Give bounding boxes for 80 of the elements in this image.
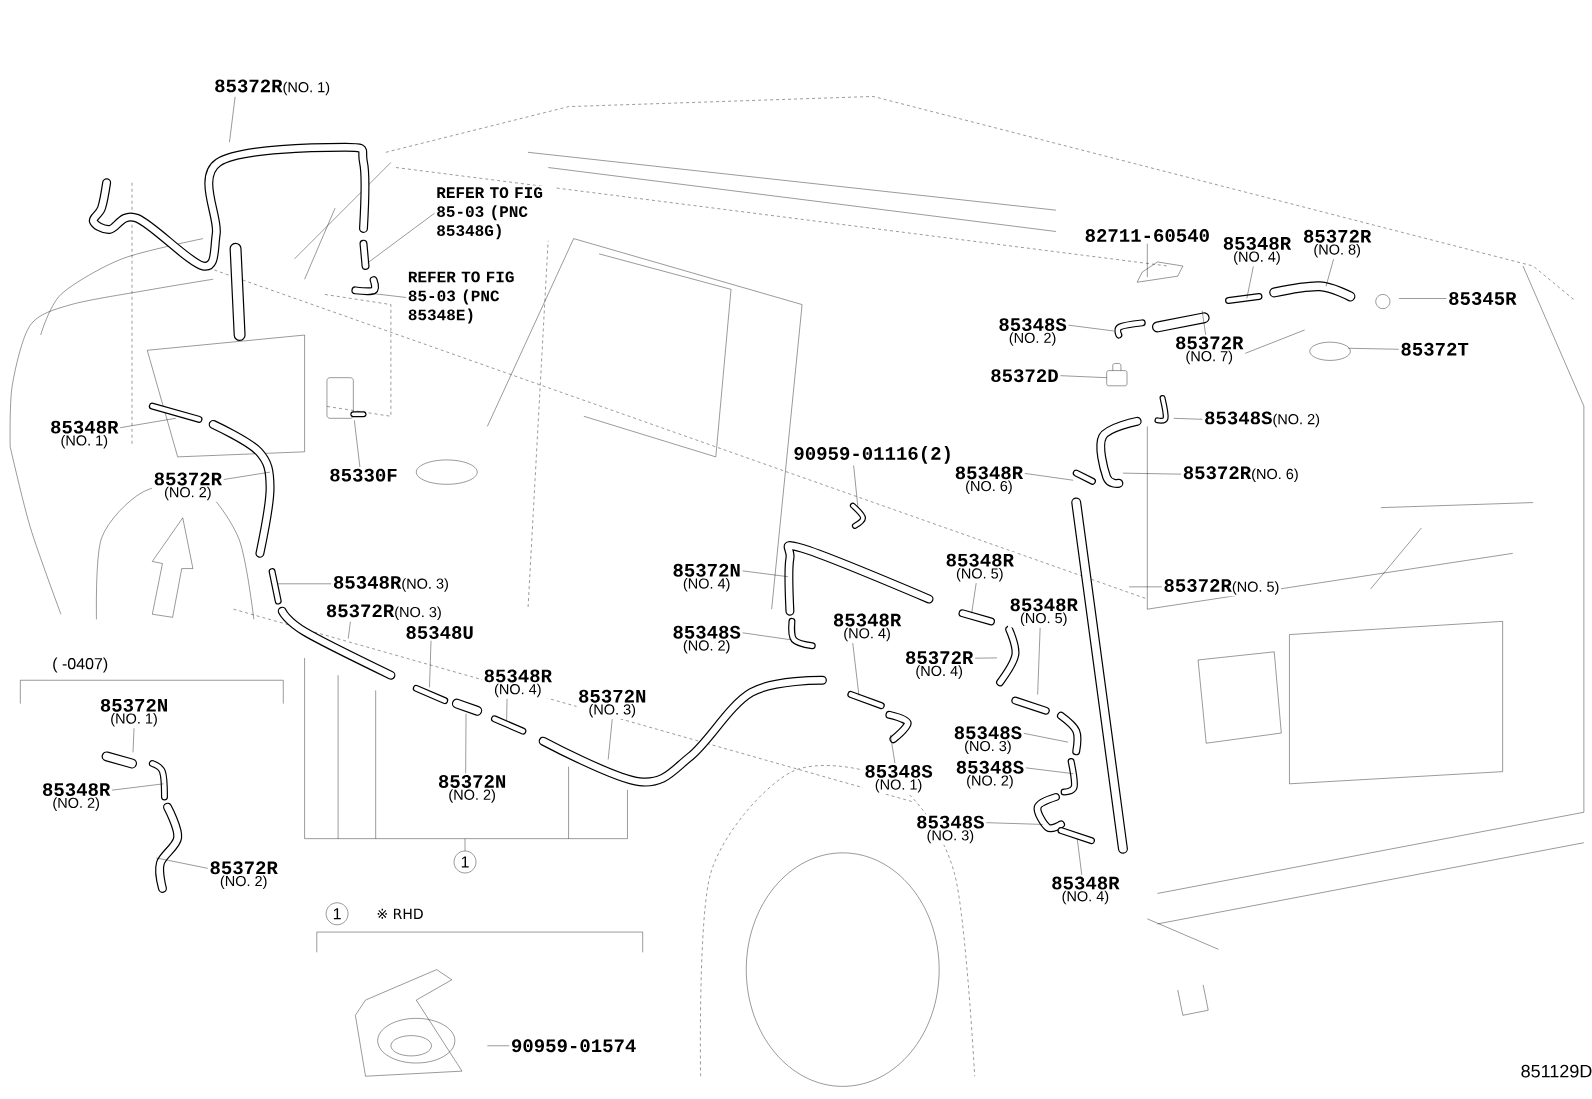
leader-line bbox=[367, 213, 435, 264]
leader-line bbox=[853, 465, 859, 508]
leader-line bbox=[852, 642, 860, 696]
part-number: 85348R (NO. 5) bbox=[944, 552, 1016, 583]
part-number: 85348U bbox=[403, 624, 476, 641]
part-number: 85372R (NO. 2) bbox=[208, 859, 280, 891]
leader-line bbox=[1060, 375, 1107, 378]
part-number: 85372R (NO. 4) bbox=[903, 649, 975, 681]
leader-line bbox=[354, 420, 361, 468]
part-number: 85372T bbox=[1398, 341, 1471, 358]
part-number: 85372N (NO. 2) bbox=[436, 773, 508, 805]
leader-line bbox=[1325, 259, 1334, 287]
leader-line bbox=[371, 293, 407, 298]
leader-line bbox=[1023, 733, 1069, 743]
part-number: 85348S (NO. 2) bbox=[954, 759, 1026, 791]
callout-number: 1 bbox=[453, 850, 477, 874]
part-number: 85348S (NO. 1) bbox=[862, 763, 935, 795]
part-number: 85348S (NO. 2) bbox=[996, 316, 1069, 348]
leader-line bbox=[111, 783, 164, 791]
figure-number: 851129D bbox=[1521, 1064, 1592, 1078]
part-number: 90959-01116(2) bbox=[791, 444, 955, 466]
part-number: 85330F bbox=[327, 467, 400, 484]
part-number: 85372N (NO. 1) bbox=[98, 697, 170, 729]
part-number: 85348R (NO. 1) bbox=[48, 419, 120, 450]
leader-line bbox=[1122, 472, 1182, 475]
leader-line bbox=[1025, 767, 1074, 774]
note: ※ RHD bbox=[377, 908, 423, 919]
leader-line bbox=[890, 734, 896, 764]
part-number: 85348S (NO. 3) bbox=[914, 814, 987, 845]
part-number: 85348R (NO. 5) bbox=[1008, 596, 1080, 628]
part-number: 85345R bbox=[1446, 290, 1519, 307]
part-number: 82711-60540 bbox=[1083, 227, 1212, 244]
part-number: 85348R (NO. 2) bbox=[40, 781, 112, 813]
leader-line bbox=[120, 418, 176, 428]
part-number: 85372R (NO. 2) bbox=[152, 471, 224, 502]
part-number: 85372N (NO. 4) bbox=[670, 562, 743, 594]
part-number: 85372R (NO. 7) bbox=[1173, 334, 1245, 366]
leader-line bbox=[277, 583, 332, 585]
leader-line bbox=[742, 632, 791, 640]
leader-line bbox=[1128, 586, 1162, 588]
leader-line bbox=[974, 657, 998, 659]
part-number: 85348R (NO. 4) bbox=[482, 667, 554, 699]
leader-line bbox=[1147, 243, 1148, 278]
leader-line bbox=[1246, 266, 1254, 299]
leader-line bbox=[742, 570, 789, 577]
part-number: 85372D bbox=[988, 367, 1061, 384]
leader-line bbox=[1201, 310, 1206, 335]
leader-line bbox=[986, 822, 1043, 825]
part-number: 85372R (NO. 8) bbox=[1301, 228, 1373, 260]
leader-line bbox=[229, 96, 236, 143]
part-number: 85372N (NO. 3) bbox=[576, 688, 648, 719]
part-number: 85348S (NO. 2) bbox=[670, 624, 743, 655]
leader-line bbox=[487, 1045, 510, 1046]
reference-note: REFER TO FIG 85-03 (PNC 85348E) bbox=[406, 270, 528, 325]
leader-line bbox=[1077, 838, 1082, 876]
leader-line bbox=[465, 713, 467, 774]
part-number: 85348R (NO. 4) bbox=[831, 612, 903, 643]
leader-line bbox=[1037, 627, 1041, 695]
note: ( -0407) bbox=[53, 657, 108, 673]
leader-line bbox=[1244, 329, 1305, 354]
leader-line bbox=[607, 718, 613, 760]
leader-line bbox=[971, 582, 977, 614]
leader-line bbox=[1173, 418, 1203, 420]
part-number: 85348R (NO. 4) bbox=[1049, 875, 1122, 906]
part-number: 85348R (NO. 4) bbox=[1221, 235, 1293, 267]
part-number: 85348R (NO. 6) bbox=[953, 464, 1025, 496]
leader-line bbox=[1068, 325, 1114, 332]
leader-line bbox=[506, 698, 508, 722]
part-number: 90959-01574 bbox=[509, 1037, 638, 1054]
leader-line bbox=[223, 471, 271, 480]
leader-line bbox=[156, 857, 208, 869]
leader-line bbox=[348, 621, 351, 639]
callout-number: 1 bbox=[325, 902, 349, 925]
part-number: 85348S (NO. 3) bbox=[952, 724, 1024, 756]
reference-note: REFER TO FIG 85-03 (PNC 85348G) bbox=[434, 185, 556, 241]
leader-line bbox=[1398, 298, 1447, 299]
leader-line bbox=[1348, 348, 1399, 350]
leader-line bbox=[429, 640, 432, 688]
leader-line bbox=[1024, 473, 1074, 481]
leader-line bbox=[132, 728, 135, 753]
